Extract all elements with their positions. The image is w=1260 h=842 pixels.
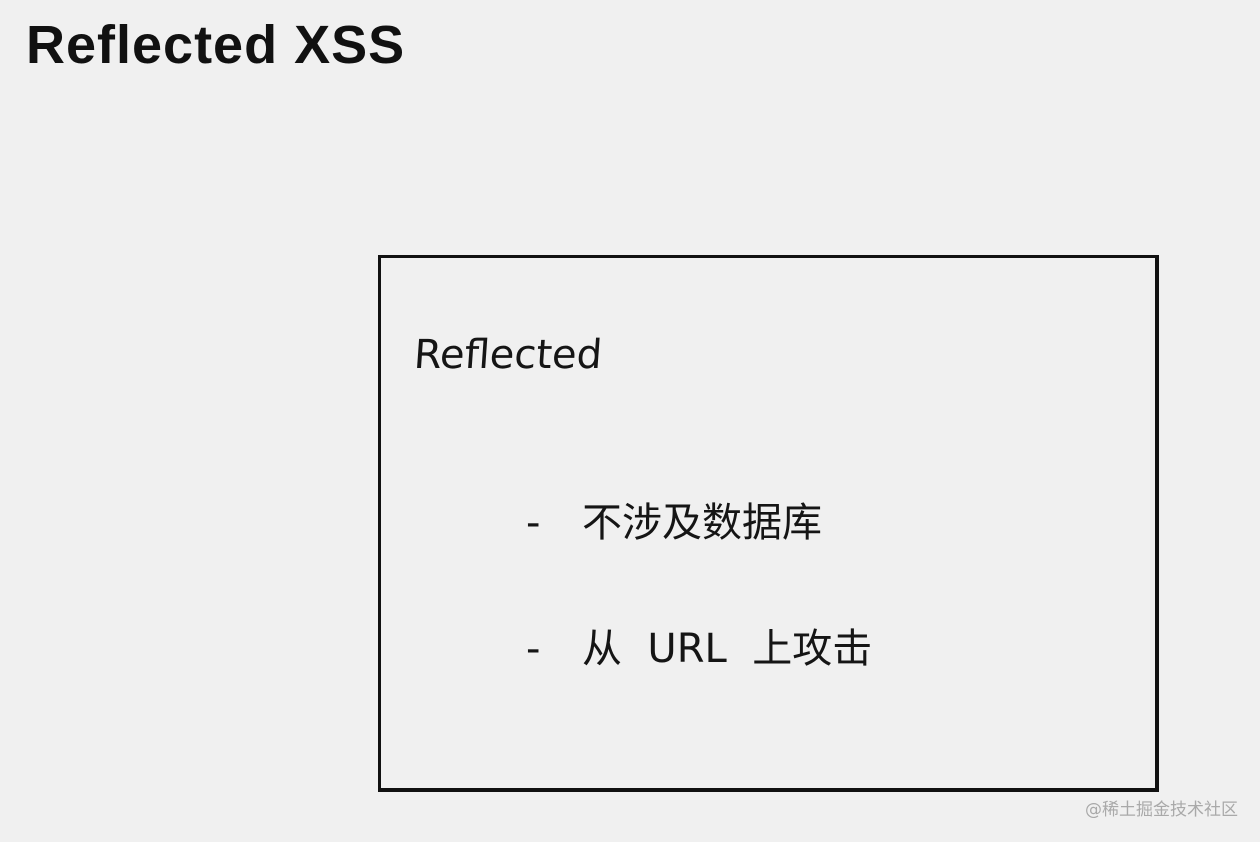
bullet-text: 不涉及数据库	[582, 500, 822, 546]
bullet-list: - 不涉及数据库 - 从 URL 上攻击	[526, 494, 872, 746]
page-title: Reflected XSS	[26, 15, 406, 75]
bullet-item-no-database: - 不涉及数据库	[526, 494, 872, 552]
card-heading: Reflected	[412, 332, 604, 378]
bullet-text: 从 URL 上攻击	[582, 626, 873, 672]
dash-icon: -	[526, 626, 541, 672]
bullet-item-url-attack: - 从 URL 上攻击	[526, 620, 872, 678]
watermark: @稀土掘金技术社区	[1085, 800, 1238, 820]
reflected-xss-card: Reflected - 不涉及数据库 - 从 URL 上攻击	[378, 255, 1159, 792]
dash-icon: -	[526, 500, 541, 546]
